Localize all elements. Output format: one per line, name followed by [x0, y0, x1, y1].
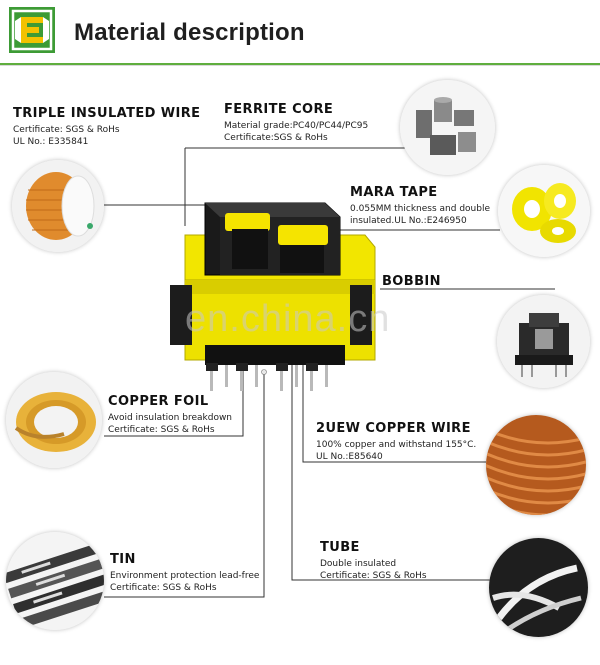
bobbin-title: BOBBIN	[382, 274, 441, 289]
copper-foil-label: COPPER FOIL Avoid insulation breakdown C…	[108, 394, 232, 436]
page-header: Material description	[0, 0, 600, 64]
triple-wire-label: TRIPLE INSULATED WIRE Certificate: SGS &…	[13, 106, 200, 148]
copper-foil-title: COPPER FOIL	[108, 394, 209, 409]
copper-foil-description: Avoid insulation breakdown	[108, 413, 233, 423]
mara-tape-image	[498, 165, 590, 257]
bobbin-icon	[497, 295, 590, 388]
tape-roll-icon	[498, 165, 590, 257]
triple-wire-image	[12, 160, 104, 252]
tube-certificate: Certificate: SGS & RoHs	[320, 571, 427, 581]
copper-wire-title: 2UEW COPPER WIRE	[316, 421, 471, 436]
triple-wire-title: TRIPLE INSULATED WIRE	[13, 106, 201, 121]
ferrite-core-grade: Material grade:PC40/PC44/PC95	[224, 121, 369, 131]
header-divider	[0, 63, 600, 65]
tin-certificate: Certificate: SGS & RoHs	[110, 583, 217, 593]
tin-image	[6, 532, 104, 630]
mara-tape-ul: insulated.UL No.:E246950	[350, 216, 467, 226]
solder-bar-icon	[6, 532, 104, 630]
brand-logo	[9, 7, 55, 53]
mara-tape-label: MARA TAPE 0.055MM thickness and double i…	[350, 185, 490, 227]
bobbin-image	[497, 295, 590, 388]
ferrite-core-title: FERRITE CORE	[224, 102, 334, 117]
triple-wire-certificate: Certificate: SGS & RoHs	[13, 125, 120, 135]
copper-wire-ul: UL No.:E85640	[316, 452, 383, 462]
copper-foil-certificate: Certificate: SGS & RoHs	[108, 425, 215, 435]
ferrite-core-icon	[400, 80, 495, 175]
copper-foil-image	[6, 372, 102, 468]
ferrite-core-image	[400, 80, 495, 175]
tube-image	[489, 538, 588, 637]
tube-label: TUBE Double insulated Certificate: SGS &…	[320, 540, 427, 582]
bobbin-label: BOBBIN	[382, 274, 441, 289]
watermark-text: en.china.cn	[185, 298, 391, 340]
ferrite-core-label: FERRITE CORE Material grade:PC40/PC44/PC…	[224, 102, 368, 144]
tube-title: TUBE	[320, 540, 360, 555]
copper-coil-icon	[486, 415, 586, 515]
tin-title: TIN	[110, 552, 136, 567]
tin-label: TIN Environment protection lead-free Cer…	[110, 552, 259, 594]
foil-roll-icon	[6, 372, 102, 468]
ferrite-core-certificate: Certificate:SGS & RoHs	[224, 133, 328, 143]
copper-wire-description: 100% copper and withstand 155°C.	[316, 440, 477, 450]
mara-tape-title: MARA TAPE	[350, 185, 438, 200]
triple-wire-ul: UL No.: E335841	[13, 137, 89, 147]
header-divider-shadow	[0, 65, 600, 66]
page-title: Material description	[74, 19, 305, 46]
wire-spool-icon	[12, 160, 104, 252]
copper-wire-label: 2UEW COPPER WIRE 100% copper and withsta…	[316, 421, 476, 463]
transformer-illustration	[170, 202, 376, 391]
copper-wire-image	[486, 415, 586, 515]
tube-description: Double insulated	[320, 559, 397, 569]
mara-tape-thickness: 0.055MM thickness and double	[350, 204, 490, 214]
tin-description: Environment protection lead-free	[110, 571, 260, 581]
tube-icon	[489, 538, 588, 637]
